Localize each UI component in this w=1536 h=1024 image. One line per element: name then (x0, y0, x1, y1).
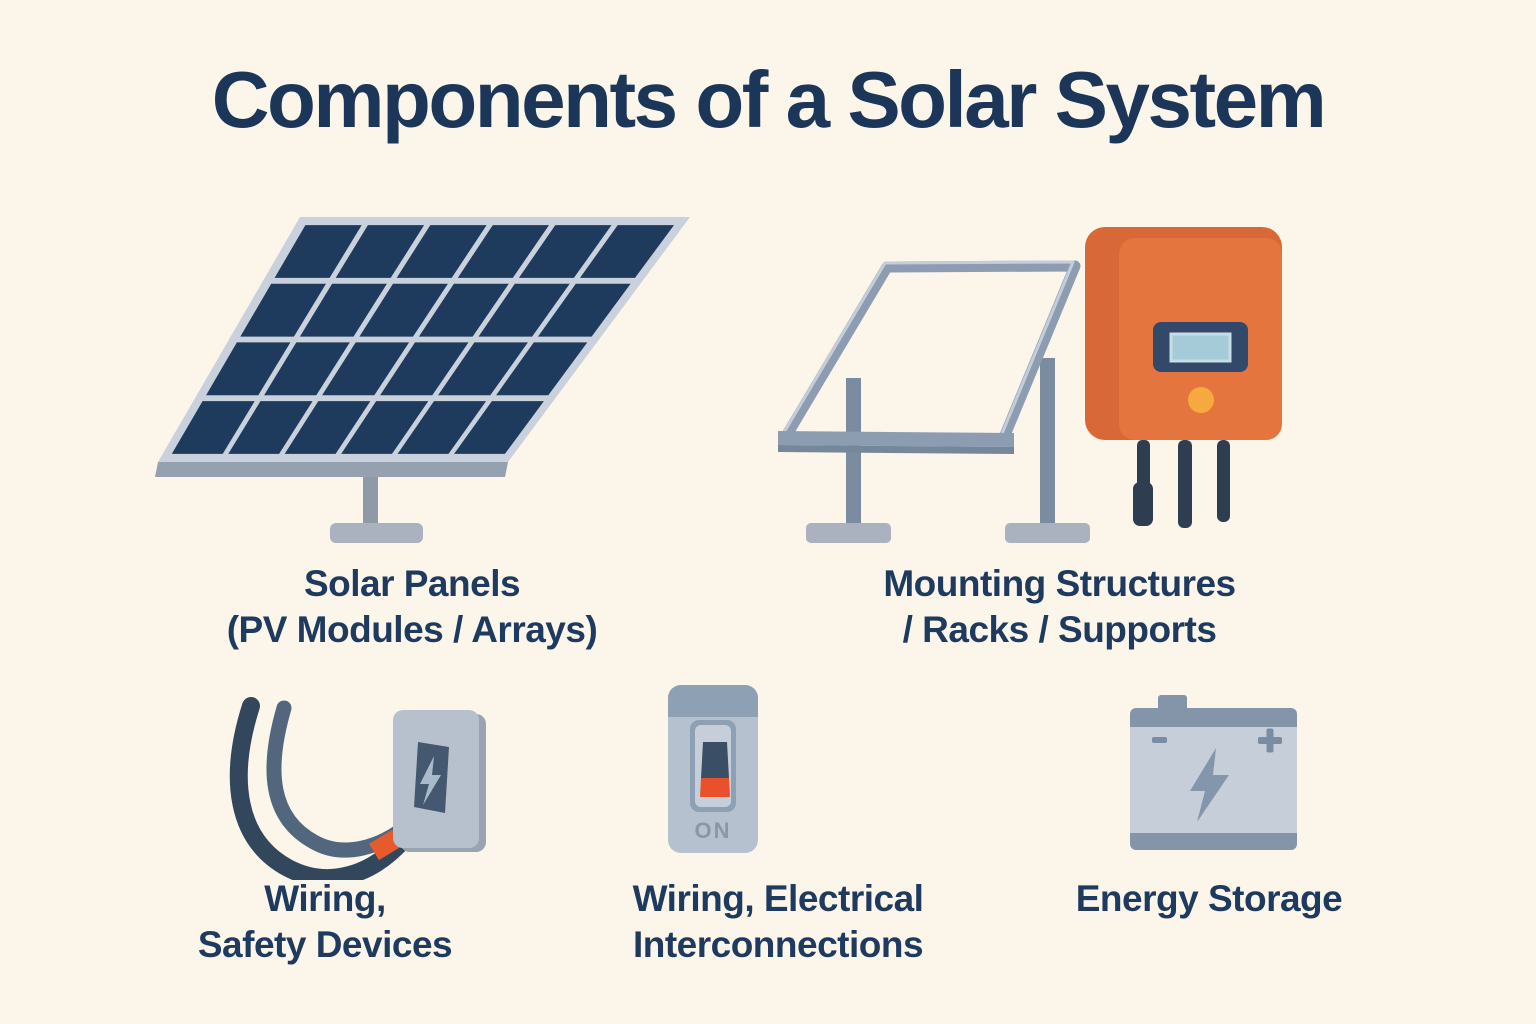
solar-cell (299, 283, 387, 337)
panel-frame (158, 217, 690, 462)
label-wiring-electrical-interconnections: Wiring, Electrical Interconnections (578, 876, 978, 968)
label-wiring-safety-devices: Wiring, Safety Devices (125, 876, 525, 968)
rack-right-foot (1005, 523, 1090, 543)
battery-bottom-band (1130, 833, 1297, 850)
rack-bottom-rail-shadow (778, 445, 1014, 454)
battery-bands (1130, 695, 1297, 850)
solar-cell (171, 401, 255, 454)
rack-left-foot (806, 523, 891, 543)
solar-cell (454, 401, 544, 454)
panel-pole (363, 471, 378, 525)
inverter-indicator-button (1188, 387, 1214, 413)
cable-dark (229, 697, 414, 880)
mounting-rack-inverter-icon (778, 227, 1282, 543)
label-solar-panels-line1: Solar Panels (303, 563, 521, 604)
battery-icon (1130, 695, 1297, 850)
outlet-bolt-icon (420, 756, 441, 805)
label-wiring-safety-line1: Wiring, (264, 878, 386, 919)
breaker-top-band (668, 685, 758, 717)
solar-cell (284, 401, 371, 454)
battery-top-band (1130, 708, 1297, 727)
rack-left-leg (846, 378, 861, 528)
solar-cell (341, 401, 429, 454)
solar-cell (264, 342, 350, 396)
label-energy-storage-line1: Energy Storage (1075, 878, 1343, 919)
label-wiring-safety-line2: Safety Devices (197, 924, 453, 965)
rack-bottom-rail (778, 431, 1014, 447)
solar-cell (496, 342, 588, 396)
battery-terminal-tab (1158, 695, 1187, 711)
breaker-on-label: ON (695, 818, 732, 843)
solar-cell (359, 283, 448, 337)
solar-cell (397, 401, 487, 454)
panel-base (330, 523, 423, 543)
panel-bottom-edge (155, 462, 508, 477)
label-wiring-electrical-line1: Wiring, Electrical (632, 878, 924, 919)
cable-orange-band (369, 829, 402, 861)
label-mounting-structures-line1: Mounting Structures (883, 563, 1236, 604)
solar-cell (240, 283, 326, 337)
solar-cell (322, 342, 410, 396)
inverter-screen (1169, 332, 1232, 363)
solar-cell (274, 225, 362, 278)
solar-cell (518, 225, 612, 278)
page-title: Components of a Solar System (211, 55, 1327, 144)
solar-cell (335, 225, 425, 278)
solar-cell (418, 283, 509, 337)
inverter (1085, 227, 1282, 528)
solar-cell (438, 342, 528, 396)
panel-cell-grid (171, 225, 674, 454)
solar-cell (457, 225, 549, 278)
battery-minus-sign (1152, 737, 1167, 743)
label-solar-panels: Solar Panels (PV Modules / Arrays) (132, 561, 692, 653)
solar-cell (228, 401, 313, 454)
wiring-outlet-icon (229, 697, 486, 880)
label-mounting-structures: Mounting Structures / Racks / Supports (787, 561, 1332, 653)
label-mounting-structures-line2: / Racks / Supports (902, 609, 1217, 650)
battery-terminal-signs (1152, 728, 1282, 753)
battery-plus-sign-vertical (1266, 728, 1274, 753)
solar-cell (206, 342, 291, 396)
breaker-toggle-top (701, 742, 729, 778)
rack-frame-highlight (781, 260, 1075, 438)
solar-cell (478, 283, 570, 337)
solar-cell (580, 225, 674, 278)
label-energy-storage: Energy Storage (1009, 876, 1409, 922)
solar-cell (396, 225, 487, 278)
label-solar-panels-line2: (PV Modules / Arrays) (226, 609, 598, 650)
battery-bolt-icon (1190, 748, 1229, 822)
rack-frame (779, 260, 1081, 446)
inverter-cables (1133, 440, 1230, 528)
breaker-switch-icon: ON (668, 685, 758, 853)
solar-cell (380, 342, 469, 396)
solar-cell (538, 283, 631, 337)
label-wiring-electrical-line2: Interconnections (632, 924, 924, 965)
rack-right-leg (1040, 358, 1055, 528)
breaker-toggle-bottom (700, 778, 730, 797)
solar-panel-icon (155, 217, 690, 543)
